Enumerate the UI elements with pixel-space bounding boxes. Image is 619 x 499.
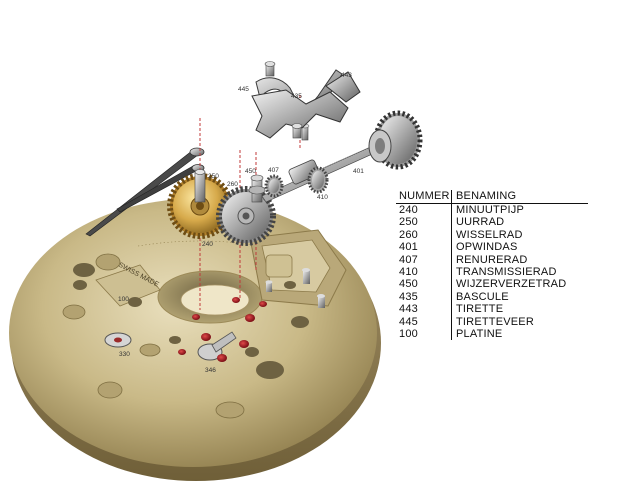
part-number: 100 — [396, 328, 452, 341]
part-name: WIJZERVERZETRAD — [456, 278, 567, 291]
part-number: 240 — [396, 203, 452, 217]
minute-wheel-gear — [216, 186, 276, 246]
setting-wheel — [248, 174, 266, 203]
table-row: 410 TRANSMISSIERAD — [396, 266, 588, 279]
screw-435 — [291, 123, 303, 139]
label-260: 260 — [227, 181, 238, 188]
label-410: 410 — [317, 194, 328, 201]
part-name: TIRETTE — [456, 303, 504, 316]
part-number: 401 — [396, 241, 452, 254]
part-number: 450 — [396, 278, 452, 291]
label-435: 435 — [291, 93, 302, 100]
label-240: 240 — [202, 241, 213, 248]
part-name: WISSELRAD — [456, 228, 523, 241]
table-row: 401 OPWINDAS — [396, 241, 588, 254]
part-name: TIRETTEVEER — [456, 315, 534, 328]
header-number: NUMMER — [396, 190, 452, 204]
label-443: 443 — [341, 72, 352, 79]
part-name: MINUUTPIJP — [456, 204, 524, 216]
table-row: 435 BASCULE — [396, 290, 588, 304]
part-number: 410 — [396, 266, 452, 279]
screw-443 — [264, 61, 276, 77]
table-row: 445 TIRETTEVEER — [396, 315, 588, 329]
transmission-wheel — [307, 166, 329, 194]
label-407: 407 — [268, 167, 279, 174]
part-number: 435 — [396, 290, 452, 304]
main-plate: SWISS MADE — [9, 199, 381, 481]
label-330: 330 — [119, 351, 130, 358]
table-row: 240 MINUUTPIJP — [396, 203, 588, 217]
sliding-pinion — [288, 159, 320, 185]
part-number: 250 — [396, 216, 452, 229]
label-401: 401 — [353, 168, 364, 175]
part-name: PLATINE — [456, 328, 503, 341]
setting-lever-yoke — [251, 71, 361, 139]
part-name: RENURERAD — [456, 253, 528, 266]
part-name: BASCULE — [456, 290, 509, 303]
table-row: 100 PLATINE — [396, 328, 588, 341]
part-number: 443 — [396, 303, 452, 316]
label-100: 100 — [118, 296, 129, 303]
parts-table-header: NUMMER BENAMING — [396, 190, 588, 204]
table-row: 407 RENURERAD — [396, 253, 588, 267]
part-name: UURRAD — [456, 216, 505, 229]
intermediate-wheel — [264, 174, 284, 198]
label-445: 445 — [238, 86, 249, 93]
table-row: 443 TIRETTE — [396, 303, 588, 316]
header-name: BENAMING — [451, 190, 588, 204]
cannon-pinion — [194, 169, 206, 203]
part-name: OPWINDAS — [456, 241, 518, 254]
label-346: 346 — [205, 367, 216, 374]
table-row: 250 UURRAD — [396, 216, 588, 229]
part-number: 445 — [396, 315, 452, 329]
table-row: 450 WIJZERVERZETRAD — [396, 278, 588, 291]
label-450: 450 — [245, 168, 256, 175]
table-row: 260 WISSELRAD — [396, 228, 588, 242]
part-number: 260 — [396, 228, 452, 242]
label-250: 250 — [208, 173, 219, 180]
part-number: 407 — [396, 253, 452, 267]
part-name: TRANSMISSIERAD — [456, 266, 557, 279]
crown-winding-wheel — [368, 110, 423, 170]
